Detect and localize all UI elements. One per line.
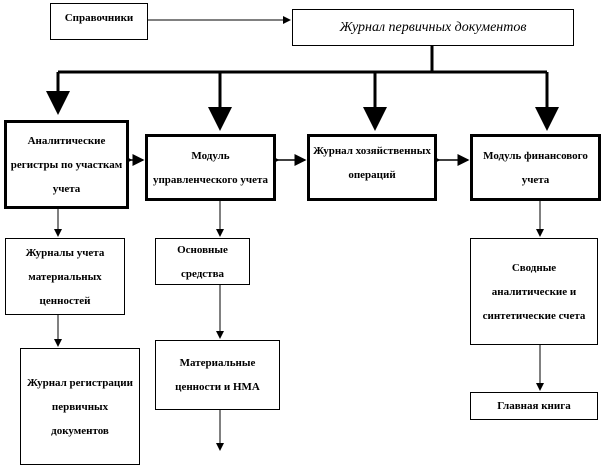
operations-journal-label: Журнал хозяйственных операций: [313, 145, 431, 181]
general-ledger-box: Главная книга: [470, 392, 598, 420]
analytic-registers-box: Аналитические регистры по участкам учета: [4, 120, 129, 209]
primary-journal-box: Журнал первичных документов: [292, 9, 574, 46]
summary-accounts-box: Сводные аналитические и синтетические сч…: [470, 238, 598, 345]
registration-journal-box: Журнал регистрации первичных документов: [20, 348, 140, 465]
operations-journal-box: Журнал хозяйственных операций: [307, 134, 437, 201]
materials-nma-label: Материальные ценности и НМА: [175, 357, 260, 393]
finance-module-label: Модуль финансового учета: [483, 149, 588, 186]
management-module-box: Модуль управленческого учета: [145, 134, 276, 201]
summary-accounts-label: Сводные аналитические и синтетические сч…: [482, 261, 586, 322]
material-journals-box: Журналы учета материальных ценностей: [5, 238, 125, 315]
directories-label: Справочники: [64, 12, 134, 24]
general-ledger-label: Главная книга: [497, 400, 571, 412]
fixed-assets-box: Основные средства: [155, 238, 250, 285]
material-journals-label: Журналы учета материальных ценностей: [25, 246, 105, 307]
primary-journal-label: Журнал первичных документов: [339, 19, 527, 35]
directories-box: Справочники: [50, 3, 148, 40]
analytic-registers-label: Аналитические регистры по участкам учета: [10, 134, 123, 195]
materials-nma-box: Материальные ценности и НМА: [155, 340, 280, 410]
finance-module-box: Модуль финансового учета: [470, 134, 601, 201]
fixed-assets-label: Основные средства: [177, 243, 228, 280]
management-module-label: Модуль управленческого учета: [152, 149, 269, 186]
registration-journal-label: Журнал регистрации первичных документов: [27, 376, 133, 437]
